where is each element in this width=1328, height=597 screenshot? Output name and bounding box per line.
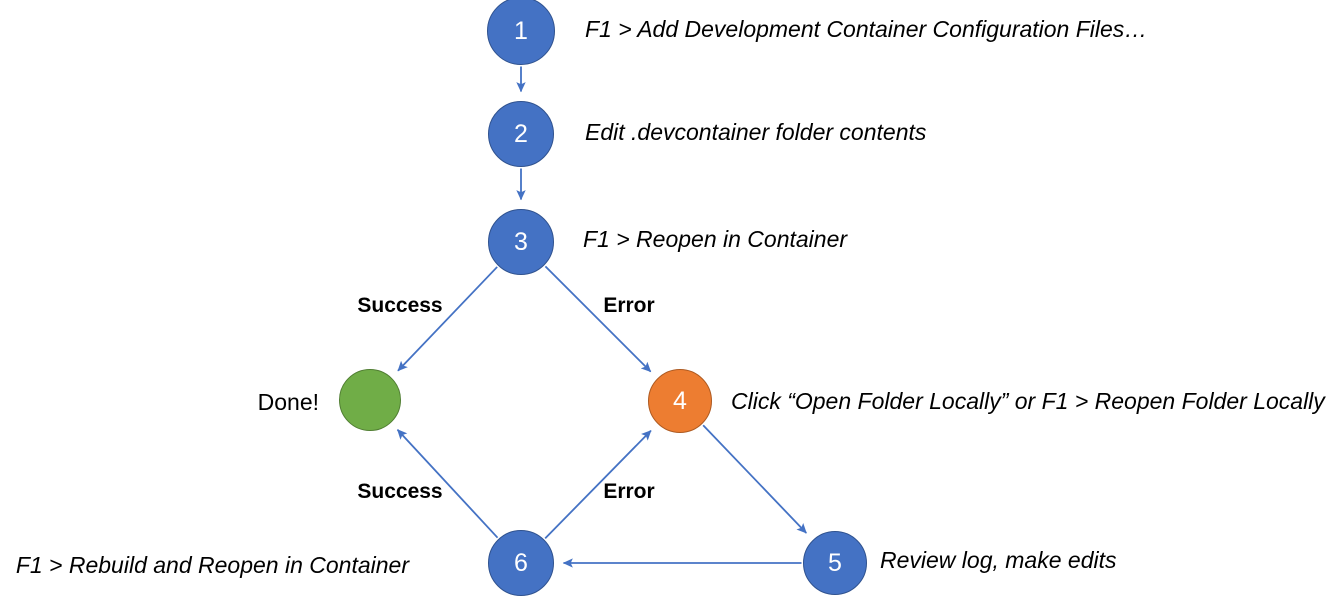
node-n2: 2 (488, 101, 554, 167)
step-label-n3: F1 > Reopen in Container (583, 226, 848, 252)
edge-label-error-1: Error (603, 294, 655, 317)
step-label-n5: Review log, make edits (880, 547, 1117, 573)
edge-n6-to-done (396, 429, 499, 539)
edge-n6-to-n4 (544, 429, 652, 540)
edge-n4-to-n5 (702, 424, 807, 534)
step-label-n4: Click “Open Folder Locally” or F1 > Reop… (731, 388, 1325, 414)
edge-label-success-2: Success (357, 480, 443, 503)
edge-n3-to-n4 (544, 265, 652, 373)
step-label-n6: F1 > Rebuild and Reopen in Container (15, 552, 409, 578)
node-n1: 1 (487, 0, 555, 65)
edge-label-error-3: Error (603, 480, 655, 503)
step-label-n2: Edit .devcontainer folder contents (585, 119, 927, 145)
node-n4: 4 (648, 369, 712, 433)
node-n3: 3 (488, 209, 554, 275)
edge-label-success-0: Success (357, 294, 443, 317)
node-done (339, 369, 401, 431)
node-n5: 5 (803, 531, 867, 595)
edge-n3-to-done (397, 266, 498, 372)
label-done: Done! (257, 389, 319, 415)
step-label-n1: F1 > Add Development Container Configura… (585, 16, 1148, 42)
node-n6: 6 (488, 530, 554, 596)
